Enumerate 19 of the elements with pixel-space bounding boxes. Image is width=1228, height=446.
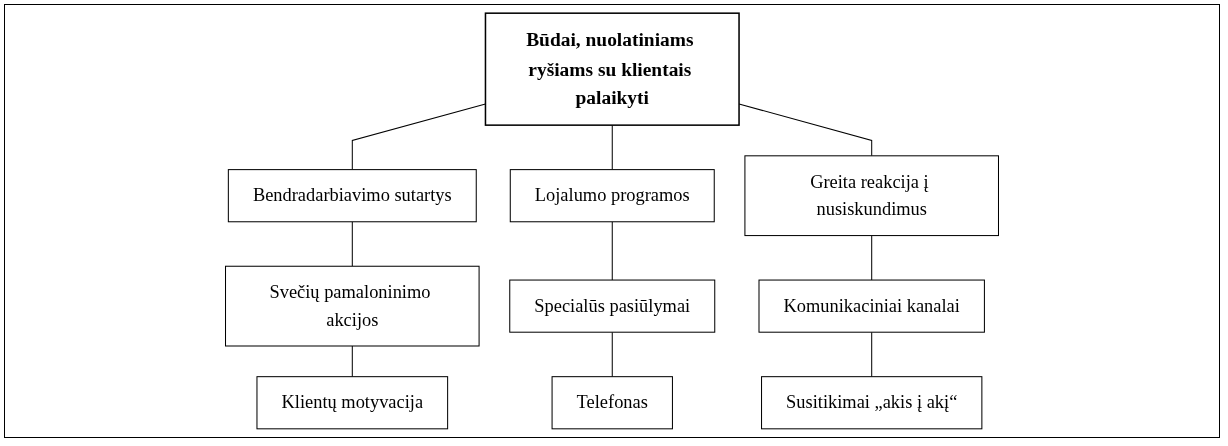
node-box: [744, 155, 999, 237]
node-box: [758, 279, 985, 333]
node-box: [227, 169, 477, 223]
node-box: [551, 376, 673, 430]
node-box: [256, 376, 449, 430]
connector: [611, 331, 613, 378]
node-box: [761, 376, 983, 430]
connector: [351, 345, 353, 378]
node-box: [484, 12, 740, 126]
connector: [611, 221, 613, 281]
connector: [351, 103, 486, 171]
node-box: [225, 265, 480, 347]
diagram-frame: Būdai, nuolatiniams ryšiams su klientais palaikyti Bendradarbiavimo sutartys Lojalumo programos Greita reakcija į nusiskundimus Svečių pamaloninimo akcijos Specialūs pasiūlymai Komunikaciniai kanalai Klientų motyvacija Telefonas Susitikimai „akis į akį“: [4, 4, 1220, 438]
connector: [871, 235, 873, 281]
connector: [351, 221, 353, 267]
node-box: [509, 279, 716, 333]
connector: [871, 331, 873, 378]
node-box: [509, 169, 715, 223]
connector: [611, 124, 613, 171]
